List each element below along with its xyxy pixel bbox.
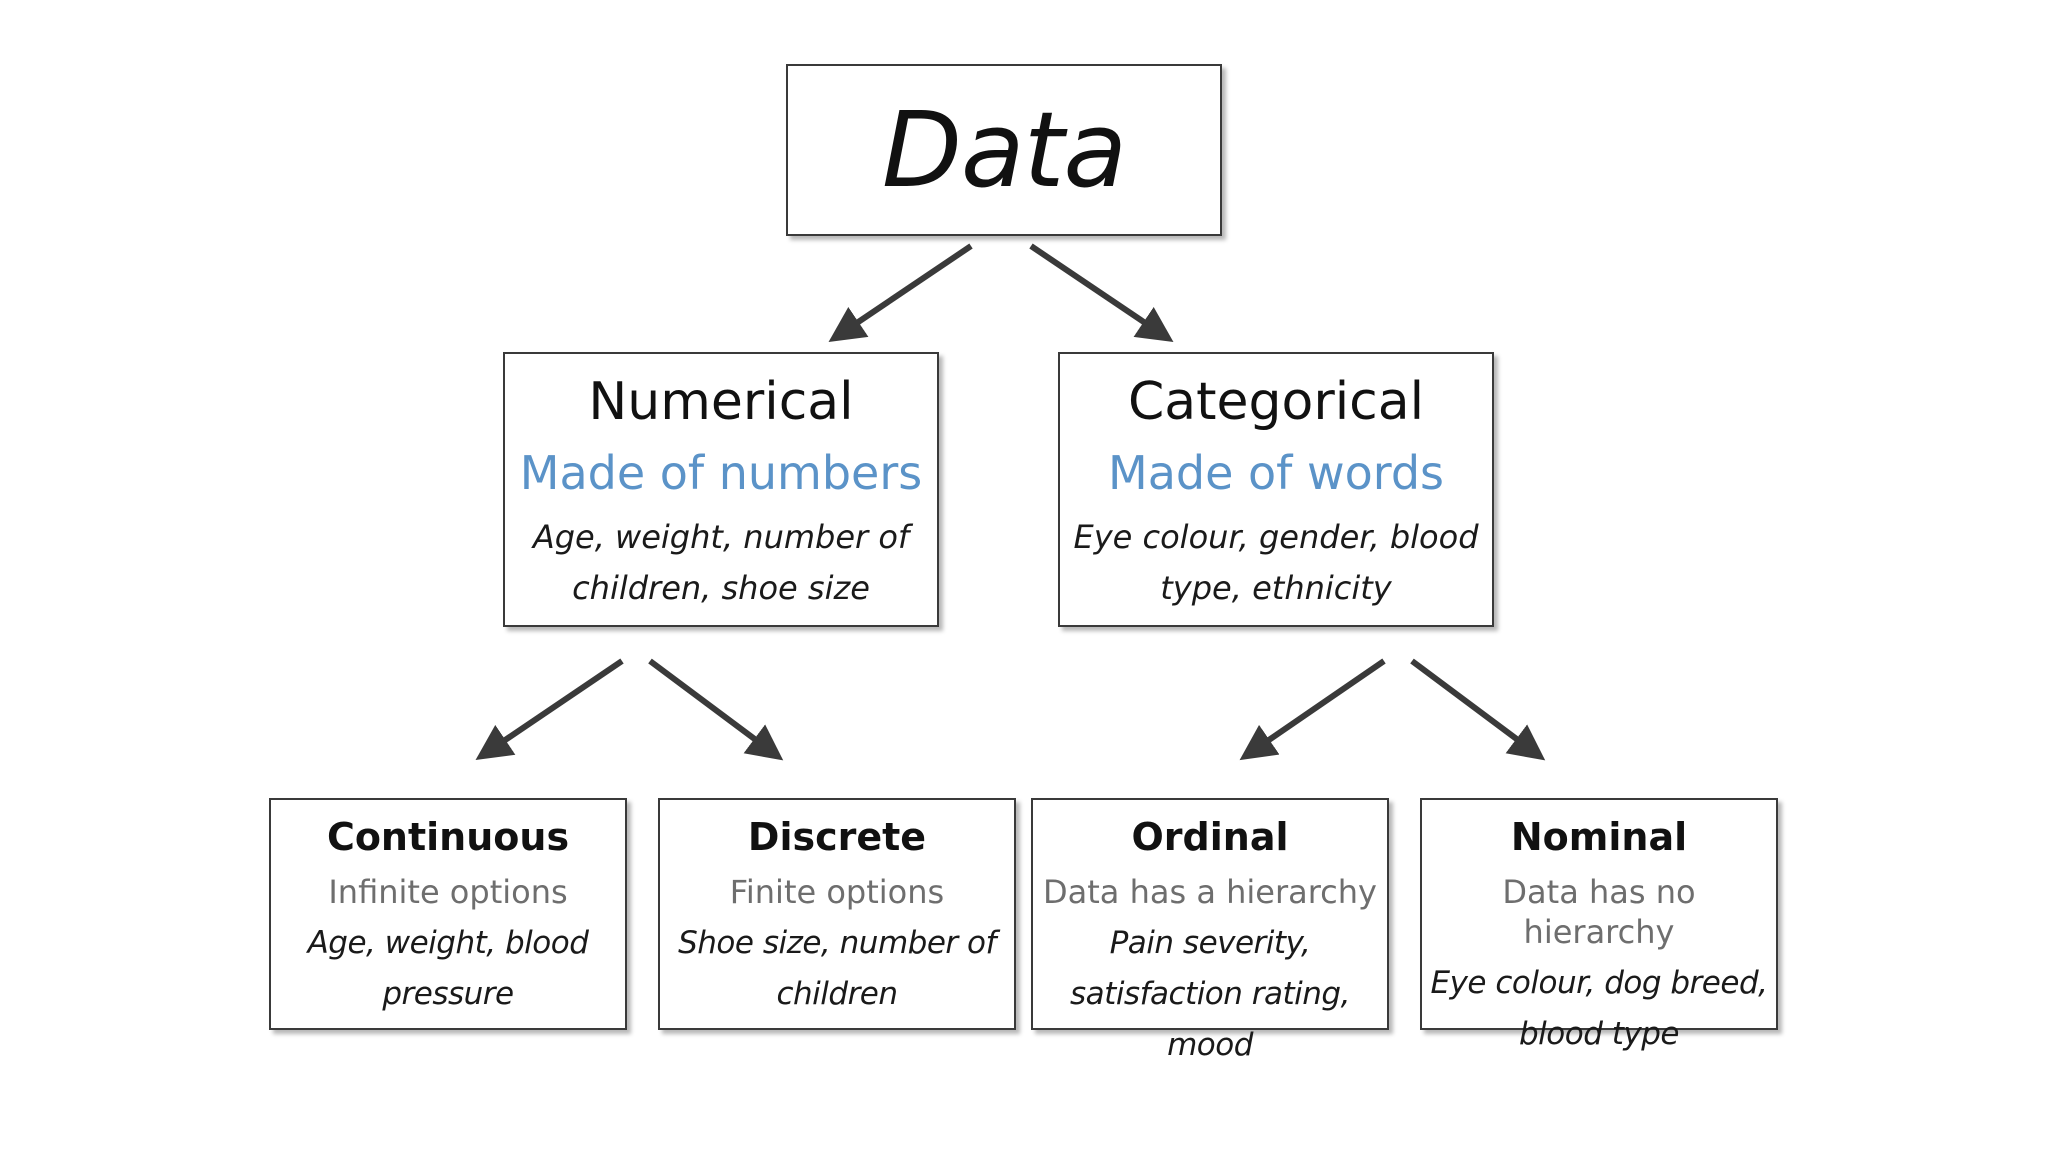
arrow-data-to-categorical [1029,243,1174,343]
categorical-subtitle: Made of words [1108,446,1444,500]
discrete-subtitle: Finite options [729,873,945,911]
nominal-subtitle: Data has no hierarchy [1502,873,1696,951]
arrow-categorical-to-ordinal [1239,658,1386,761]
arrow-categorical-to-nominal [1410,658,1546,761]
arrow-numerical-to-discrete [648,658,784,761]
categorical-box: Categorical Made of words Eye colour, ge… [1058,352,1494,627]
continuous-examples: Age, weight, blood pressure [307,925,589,1012]
continuous-title: Continuous [326,815,570,859]
numerical-subtitle: Made of numbers [519,446,923,500]
arrow-numerical-to-continuous [475,658,624,761]
discrete-title: Discrete [747,815,927,859]
data-root-box: Data [786,64,1222,236]
ordinal-subtitle: Data has a hierarchy [1043,873,1377,911]
nominal-examples: Eye colour, dog breed, blood type [1430,965,1768,1052]
categorical-examples: Eye colour, gender, blood type, ethnicit… [1073,518,1479,607]
ordinal-title: Ordinal [1131,815,1289,859]
nominal-box: Nominal Data has no hierarchy Eye colour… [1420,798,1778,1052]
numerical-examples: Age, weight, number of children, shoe si… [532,518,910,607]
root-title: Data [881,89,1127,211]
arrow-data-to-numerical [828,243,973,343]
discrete-box: Discrete Finite options Shoe size, numbe… [658,798,1016,1030]
discrete-examples: Shoe size, number of children [678,925,996,1012]
continuous-subtitle: Infinite options [328,873,568,911]
ordinal-box: Ordinal Data has a hierarchy Pain severi… [1031,798,1389,1063]
numerical-title: Numerical [588,372,854,432]
numerical-box: Numerical Made of numbers Age, weight, n… [503,352,939,627]
nominal-title: Nominal [1510,815,1688,859]
continuous-box: Continuous Infinite options Age, weight,… [269,798,627,1030]
categorical-title: Categorical [1127,372,1425,432]
ordinal-examples: Pain severity, satisfaction rating, mood [1070,925,1350,1063]
